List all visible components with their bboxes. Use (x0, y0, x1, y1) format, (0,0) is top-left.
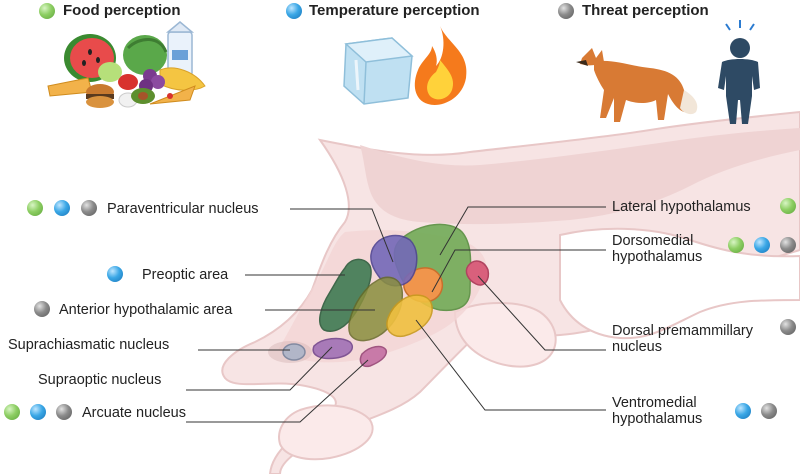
food-icon (47, 21, 206, 108)
label-lateral: Lateral hypothalamus (612, 199, 751, 215)
line-dorsomedial (431, 249, 606, 293)
label-dorsomedial: Dorsomedial hypothalamus (612, 233, 703, 265)
label-arcuate: Arcuate nucleus (82, 405, 186, 421)
temperature-dot-icon (754, 237, 770, 253)
nuclei (268, 223, 490, 368)
ice-cube-icon (343, 37, 414, 105)
temperature-dot-icon (54, 200, 70, 216)
temperature-dot-icon (286, 3, 302, 19)
threat-dot-icon (558, 3, 574, 19)
suprachiasmatic-surround (268, 341, 312, 363)
label-supraoptic: Supraoptic nucleus (38, 372, 162, 388)
supraoptic-region (312, 337, 354, 360)
threat-dot-icon (34, 301, 50, 317)
line-lateral (439, 206, 606, 256)
line-arcuate (186, 359, 369, 423)
line-supraoptic (186, 346, 333, 391)
line-premammillary (477, 275, 606, 351)
label-suprachiasmatic: Suprachiasmatic nucleus (8, 337, 170, 353)
threat-dot-icon (780, 319, 796, 335)
preoptic-region (318, 258, 372, 332)
food-dot-icon (780, 198, 796, 214)
paraventricular-region (370, 234, 418, 287)
line-paraventricular (290, 208, 394, 263)
threat-dot-icon (761, 403, 777, 419)
line-ventromedial (415, 319, 606, 411)
food-dot-icon (4, 404, 20, 420)
temperature-dot-icon (107, 266, 123, 282)
scared-person-icon (718, 20, 760, 124)
header-food: Food perception (63, 2, 181, 19)
food-dot-icon (27, 200, 43, 216)
dorsomedial-region (403, 267, 444, 303)
temperature-dot-icon (30, 404, 46, 420)
threat-dot-icon (81, 200, 97, 216)
label-premammillary: Dorsal premammillary nucleus (612, 323, 753, 355)
label-anterior: Anterior hypothalamic area (59, 302, 233, 318)
leader-lines (186, 206, 606, 423)
fire-icon (414, 26, 467, 105)
premammillary-region (465, 260, 490, 286)
threat-dot-icon (56, 404, 72, 420)
label-ventromedial: Ventromedial hypothalamus (612, 395, 703, 427)
label-paraventricular: Paraventricular nucleus (107, 201, 259, 217)
temperature-dot-icon (735, 403, 751, 419)
food-dot-icon (39, 3, 55, 19)
header-temperature: Temperature perception (309, 2, 480, 19)
label-preoptic: Preoptic area (142, 267, 229, 283)
header-threat: Threat perception (582, 2, 709, 19)
fox-icon (576, 48, 698, 122)
threat-dot-icon (780, 237, 796, 253)
food-dot-icon (728, 237, 744, 253)
